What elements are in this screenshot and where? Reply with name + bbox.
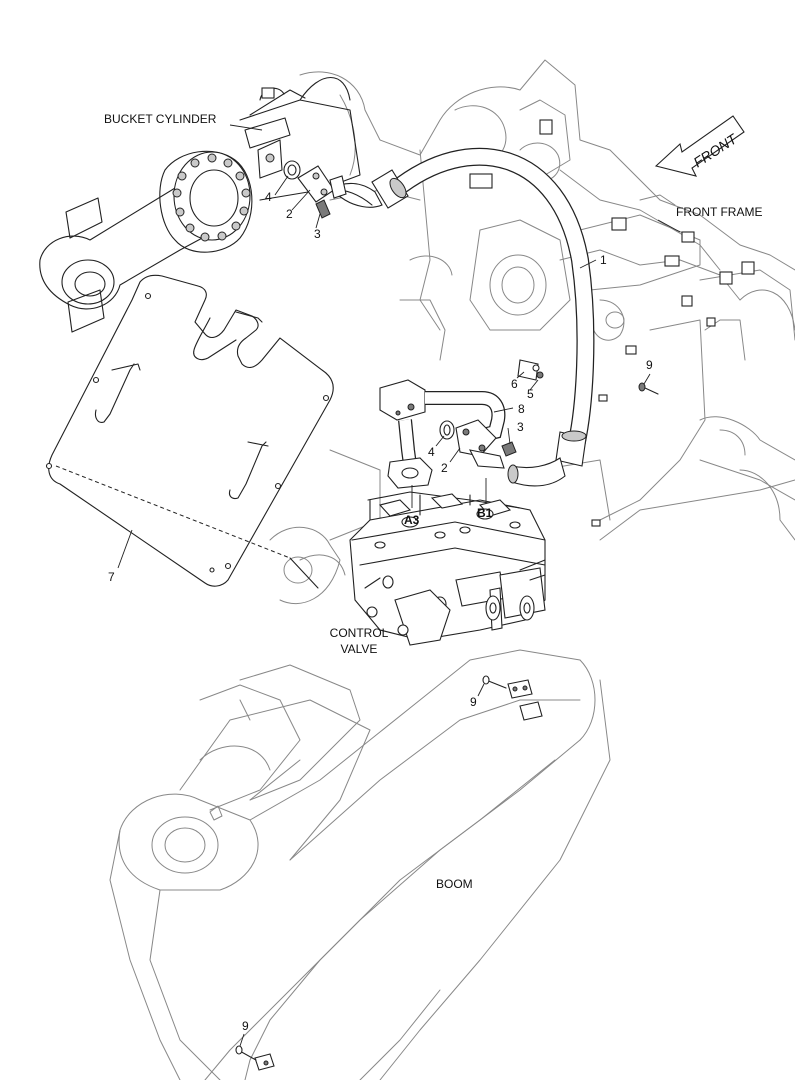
callout-3-mid: 3 bbox=[517, 420, 524, 434]
control-valve-label-line2: VALVE bbox=[341, 642, 378, 656]
callout-9-bottom: 9 bbox=[242, 1019, 249, 1033]
port-a3-label: A3 bbox=[404, 513, 420, 527]
callout-9-right: 9 bbox=[646, 358, 653, 372]
middle-flange-fittings bbox=[439, 359, 544, 469]
front-frame-label: FRONT FRAME bbox=[676, 205, 762, 219]
callout-7: 7 bbox=[108, 570, 115, 584]
cylinder-port-fittings bbox=[283, 160, 347, 219]
flange-bolts bbox=[172, 153, 251, 242]
leader-lines bbox=[117, 124, 681, 1047]
callout-3-top: 3 bbox=[314, 227, 321, 241]
callout-5: 5 bbox=[527, 387, 534, 401]
callout-1: 1 bbox=[600, 253, 607, 267]
bucket-cylinder-label: BUCKET CYLINDER bbox=[104, 112, 217, 126]
hose-1 bbox=[329, 147, 595, 487]
callout-9-mid: 9 bbox=[470, 695, 477, 709]
pipe-8 bbox=[379, 379, 506, 489]
bucket-cylinder bbox=[39, 76, 361, 333]
callout-8: 8 bbox=[518, 402, 525, 416]
callout-4-mid: 4 bbox=[428, 445, 435, 459]
clamp-hardware bbox=[235, 382, 659, 1071]
callout-6: 6 bbox=[511, 377, 518, 391]
boom-outline bbox=[109, 649, 611, 1080]
front-arrow: FRONT bbox=[654, 115, 745, 177]
callout-2-top: 2 bbox=[286, 207, 293, 221]
port-b1-label: B1 bbox=[477, 506, 493, 520]
cover-plate-7 bbox=[45, 274, 334, 589]
control-valve-label-line1: CONTROL bbox=[330, 626, 389, 640]
boom-label: BOOM bbox=[436, 877, 473, 891]
callout-4-top: 4 bbox=[265, 190, 272, 204]
control-valve bbox=[349, 491, 546, 646]
callout-2-mid: 2 bbox=[441, 461, 448, 475]
